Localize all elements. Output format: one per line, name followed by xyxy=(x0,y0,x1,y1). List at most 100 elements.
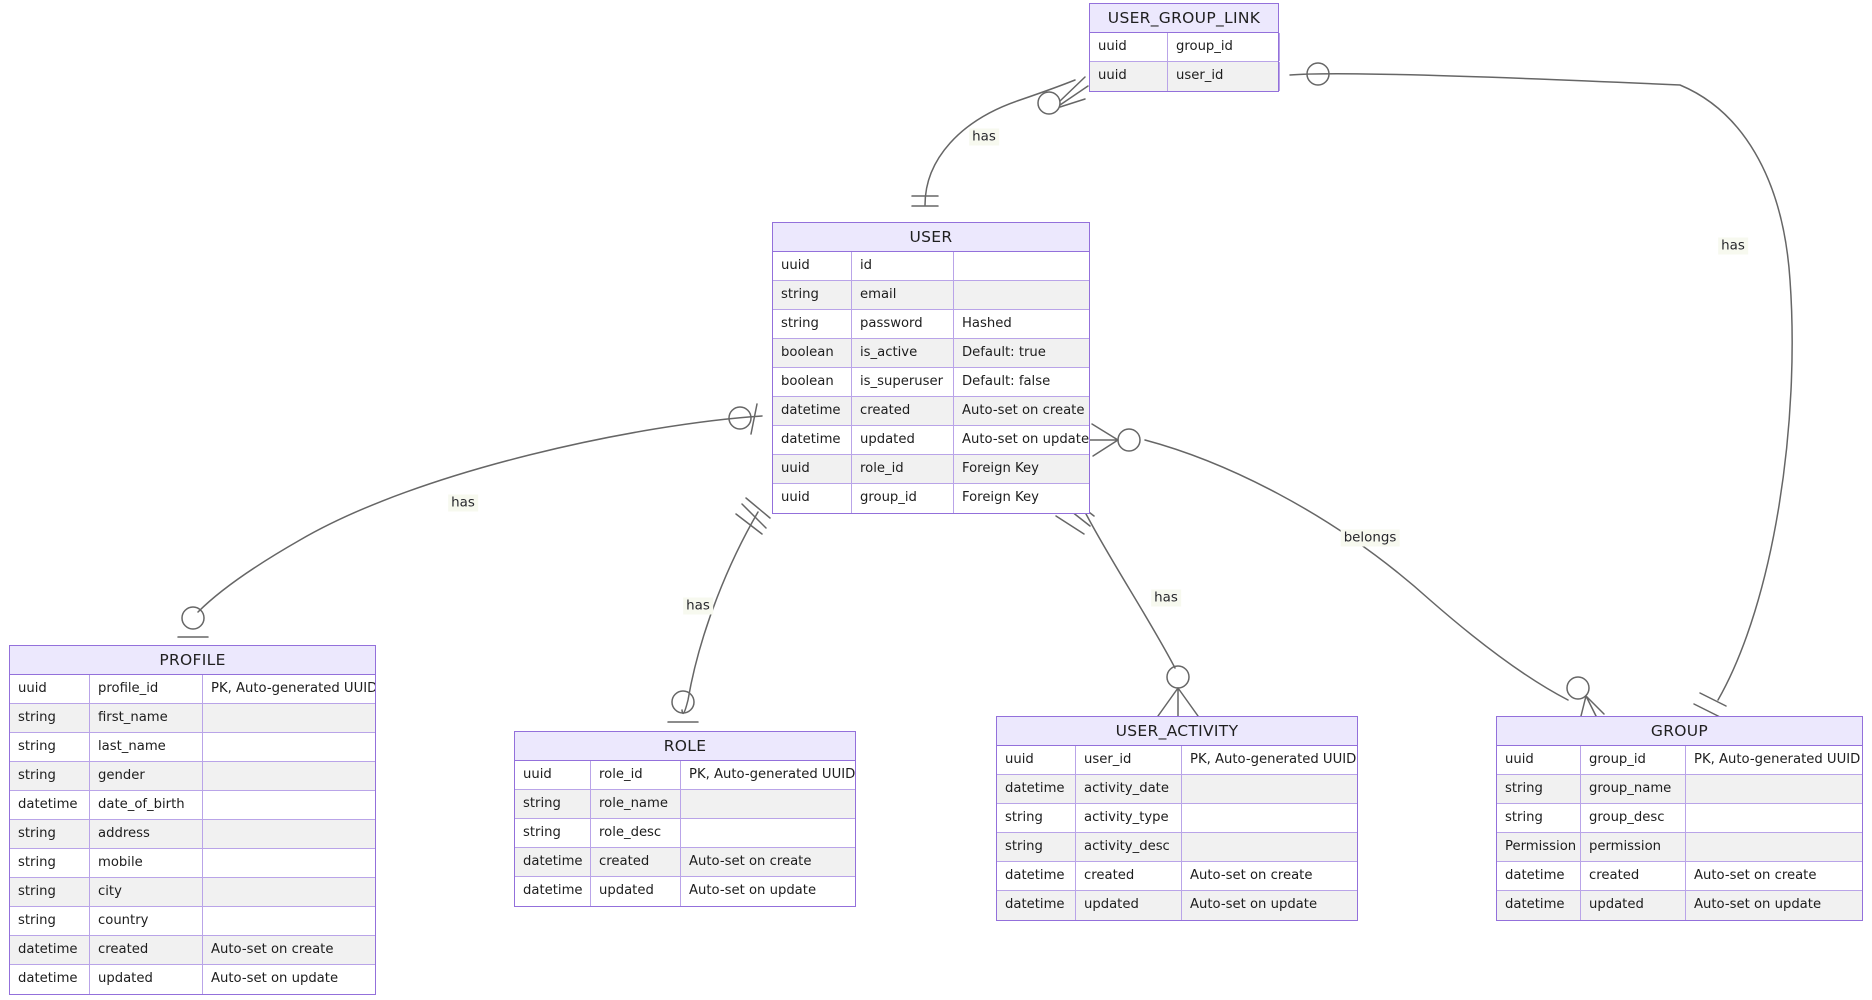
attribute-comment xyxy=(1182,804,1357,832)
edge-label-user-has-activity: has xyxy=(1151,589,1181,607)
attribute-type: string xyxy=(10,878,90,906)
attribute-type: string xyxy=(1497,775,1581,803)
attribute-comment: Default: true xyxy=(962,345,1046,360)
entity-title-user_group_link: USER_GROUP_LINK xyxy=(1090,4,1278,33)
marker-exactly-one xyxy=(1693,692,1727,718)
attribute-type: uuid xyxy=(1497,746,1581,774)
attribute-comment: PK, Auto-generated UUID xyxy=(211,681,375,696)
attribute-type: string xyxy=(10,907,90,935)
attribute-comment xyxy=(203,791,375,819)
attribute-type: string xyxy=(10,733,90,761)
attribute-type: uuid xyxy=(1090,33,1168,61)
attribute-comment: PK, Auto-generated UUID xyxy=(1694,752,1861,767)
attribute-type: string xyxy=(10,704,90,732)
attribute-comment xyxy=(1686,804,1862,832)
attribute-name: created xyxy=(1076,862,1182,890)
edge-user-has-profile xyxy=(197,415,763,613)
marker-zero-many-circle xyxy=(1117,428,1141,452)
attribute-comment: Auto-set on create xyxy=(211,942,334,957)
attribute-type: string xyxy=(997,804,1076,832)
attribute-name: group_name xyxy=(1581,775,1686,803)
attribute-type: datetime xyxy=(515,848,591,876)
attribute-name: created xyxy=(591,848,681,876)
attribute-comment xyxy=(681,819,855,847)
attribute-name: password xyxy=(852,310,954,338)
attribute-comment: Auto-set on update xyxy=(211,971,339,986)
attribute-name: address xyxy=(90,820,203,848)
attribute-comment xyxy=(1686,833,1862,861)
edge-label-user-has-role: has xyxy=(683,597,713,615)
marker-zero-one-circle xyxy=(728,406,752,430)
attribute-name: role_desc xyxy=(591,819,681,847)
entity-title-role: ROLE xyxy=(515,732,855,761)
attribute-name: is_superuser xyxy=(852,368,954,396)
attribute-type: datetime xyxy=(997,862,1076,890)
attribute-type: datetime xyxy=(1497,862,1581,890)
attribute-comment: Auto-set on create xyxy=(1190,868,1313,883)
attribute-comment xyxy=(203,878,375,906)
attribute-comment: Auto-set on update xyxy=(962,432,1089,447)
marker-zero-one-circle xyxy=(671,690,695,714)
attribute-type: datetime xyxy=(10,791,90,819)
attribute-type: Permission xyxy=(1497,833,1581,861)
attribute-name: id xyxy=(852,252,954,280)
attribute-comment: Auto-set on create xyxy=(689,854,812,869)
attribute-type: uuid xyxy=(1090,62,1168,91)
attribute-comment: PK, Auto-generated UUID xyxy=(689,767,855,782)
edge-user-has-user_group_link xyxy=(924,79,1076,206)
attribute-name: updated xyxy=(90,965,203,994)
entity-title-group: GROUP xyxy=(1497,717,1862,746)
attribute-type: uuid xyxy=(515,761,591,789)
attribute-type: uuid xyxy=(773,252,852,280)
edge-label-user-belongs-group: belongs xyxy=(1340,529,1400,547)
attribute-type: uuid xyxy=(773,455,852,483)
attribute-name: updated xyxy=(591,877,681,906)
attribute-name: user_id xyxy=(1168,62,1280,91)
attribute-name: created xyxy=(852,397,954,425)
attribute-comment xyxy=(203,849,375,877)
entity-title-profile: PROFILE xyxy=(10,646,375,675)
attribute-comment xyxy=(203,762,375,790)
attribute-name: date_of_birth xyxy=(90,791,203,819)
attribute-name: email xyxy=(852,281,954,309)
attribute-comment: Foreign Key xyxy=(962,461,1039,476)
attribute-type: datetime xyxy=(997,891,1076,920)
attribute-type: datetime xyxy=(10,936,90,964)
attribute-name: role_id xyxy=(852,455,954,483)
attribute-comment xyxy=(203,820,375,848)
attribute-name: activity_desc xyxy=(1076,833,1182,861)
edge-label-user-has-profile: has xyxy=(448,494,478,512)
attribute-type: uuid xyxy=(773,484,852,513)
edge-user-belongs-group xyxy=(1144,439,1569,701)
attribute-name: user_id xyxy=(1076,746,1182,774)
attribute-comment xyxy=(203,733,375,761)
marker-one-bar xyxy=(750,403,758,435)
